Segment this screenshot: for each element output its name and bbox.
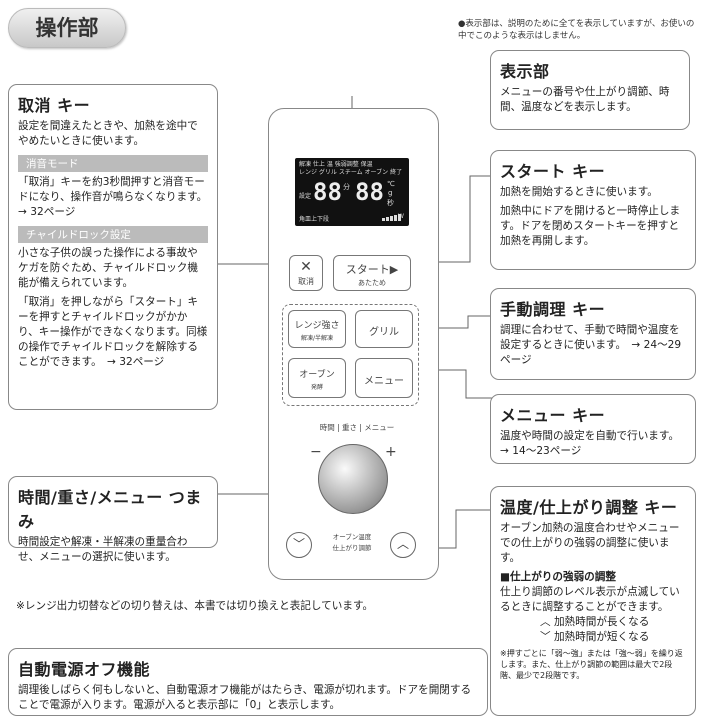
up-chevron-icon: ︿ <box>540 616 551 628</box>
manual-heading: 手動調理 キー <box>500 300 606 319</box>
lcd-row2: レンジ グリル スチーム オーブン 終了 <box>299 169 403 176</box>
range-power-button[interactable]: レンジ強さ 解凍/半解凍 <box>288 310 346 348</box>
cancel-desc: 設定を間違えたときや、加熱を途中でやめたいときに使います。 <box>18 120 198 147</box>
lcd-unit-g: g <box>388 189 393 197</box>
start-button-label: スタート▶ <box>345 263 399 276</box>
grill-button-label: グリル <box>369 327 399 338</box>
menu-key-box: メニュー キー 温度や時間の設定を自動で行います。 → 14〜23ページ <box>490 394 696 464</box>
cancel-button[interactable]: ✕ 取消 <box>289 255 323 291</box>
time-weight-menu-dial[interactable] <box>318 444 388 514</box>
temp-up-label: 加熱時間が長くなる <box>553 616 650 628</box>
lcd-display: 解凍 仕上 温 強弱調整 保温 レンジ グリル スチーム オーブン 終了 設定 … <box>295 158 409 226</box>
oven-button[interactable]: オーブン 発酵 <box>288 358 346 398</box>
start-desc2: 加熱中にドアを開けると一時停止します。ドアを閉めスタートキーを押すと加熱を再開し… <box>500 205 681 247</box>
display-box: 表示部 メニューの番号や仕上がり調節、時間、温度などを表示します。 <box>490 50 690 130</box>
dial-label: 時間 | 重さ | メニュー <box>319 423 395 432</box>
menu-desc: 温度や時間の設定を自動で行います。 → 14〜23ページ <box>500 430 685 457</box>
menu-button-label: メニュー <box>364 376 404 387</box>
plus-icon: + <box>385 444 397 460</box>
lcd-power-bars <box>382 214 401 221</box>
child-lock-desc1: 小さな子供の誤った操作による事故やケガを防ぐため、チャイルドロック機能が備えられ… <box>18 247 198 289</box>
start-button[interactable]: スタート▶ あたため <box>333 255 411 291</box>
cancel-key-box: 取消 キー 設定を間違えたときや、加熱を途中でやめたいときに使います。 消音モー… <box>8 84 218 410</box>
close-icon: ✕ <box>300 259 312 275</box>
range-power-sub: 解凍/半解凍 <box>300 335 334 342</box>
oven-button-sub: 発酵 <box>310 384 323 391</box>
child-lock-desc2: 「取消」を押しながら「スタート」キーを押すとチャイルドロックがかかり、キー操作が… <box>18 296 208 368</box>
mute-desc: 「取消」キーを約3秒間押すと消音モードになり、操作音が鳴らなくなります。 → 3… <box>18 176 213 218</box>
display-heading: 表示部 <box>500 62 550 81</box>
oven-button-label: オーブン <box>299 370 335 380</box>
lcd-w-label: W <box>398 213 404 220</box>
dial-heading: 時間/重さ/メニュー つまみ <box>18 488 202 531</box>
dial-box: 時間/重さ/メニュー つまみ 時間設定や解凍・半解凍の重量合わせ、メニューの選択… <box>8 476 218 563</box>
temp-desc: オーブン加熱の温度合わせやメニューでの仕上がりの強弱の調整に使います。 <box>500 522 680 564</box>
temp-down-label: 加熱時間が短くなる <box>553 631 650 643</box>
manual-key-group <box>282 304 419 406</box>
lcd-set-label: 設定 <box>299 193 312 200</box>
lcd-row1: 解凍 仕上 温 強弱調整 保温 <box>299 161 373 168</box>
cancel-button-label: 取消 <box>298 277 314 286</box>
temp-sub-heading: ■仕上がりの強弱の調整 <box>500 571 616 583</box>
minus-icon: − <box>310 444 322 460</box>
page-title: 操作部 <box>8 8 126 48</box>
menu-heading: メニュー キー <box>500 406 606 425</box>
lcd-bottom-label: 角皿上下段 <box>299 216 330 223</box>
menu-button[interactable]: メニュー <box>355 358 413 398</box>
start-heading: スタート キー <box>500 162 606 181</box>
start-button-sub: あたため <box>358 279 386 287</box>
dial-desc: 時間設定や解凍・半解凍の重量合わせ、メニューの選択に使います。 <box>18 536 188 563</box>
manual-key-box: 手動調理 キー 調理に合わせて、手動で時間や温度を設定するときに使います。 → … <box>490 288 696 380</box>
range-note: ※レンジ出力切替などの切り替えは、本書では切り換えと表記しています。 <box>16 600 374 612</box>
temp-sub-desc: 仕上り調節のレベル表示が点滅しているときに調整することができます。 <box>500 586 680 613</box>
lcd-digits-left: 88 <box>313 178 342 206</box>
grill-button[interactable]: グリル <box>355 310 413 348</box>
child-lock-heading: チャイルドロック設定 <box>18 226 208 243</box>
manual-desc: 調理に合わせて、手動で時間や温度を設定するときに使います。 → 24〜29ページ <box>500 324 682 366</box>
start-key-box: スタート キー 加熱を開始するときに使います。 加熱中にドアを開けると一時停止し… <box>490 150 696 270</box>
temp-key-box: 温度/仕上がり調整 キー オーブン加熱の温度合わせやメニューでの仕上がりの強弱の… <box>490 486 696 716</box>
cancel-heading: 取消 キー <box>18 96 91 115</box>
start-desc1: 加熱を開始するときに使います。 <box>500 186 658 198</box>
lcd-unit-time: 分 <box>343 183 350 191</box>
temp-note: ※押すごとに「弱〜強」または「強〜弱」を繰り返します。また、仕上がり調節の範囲は… <box>500 649 683 680</box>
temp-heading: 温度/仕上がり調整 キー <box>500 498 678 517</box>
display-desc: メニューの番号や仕上がり調節、時間、温度などを表示します。 <box>500 86 670 113</box>
auto-off-desc: 調理後しばらく何もしないと、自動電源オフ機能がはたらき、電源が切れます。ドアを開… <box>18 684 472 711</box>
lcd-unit-temp: ℃ <box>387 180 395 188</box>
temp-down-button[interactable]: ﹀ <box>286 532 312 558</box>
chevron-up-icon: ︿ <box>396 537 409 551</box>
lcd-digits-right: 88 <box>355 178 384 206</box>
down-chevron-icon: ﹀ <box>540 631 551 643</box>
auto-off-box: 自動電源オフ機能 調理後しばらく何もしないと、自動電源オフ機能がはたらき、電源が… <box>8 648 488 716</box>
auto-off-heading: 自動電源オフ機能 <box>18 660 151 679</box>
chevron-down-icon: ﹀ <box>292 537 305 551</box>
mute-heading: 消音モード <box>18 155 208 172</box>
top-note: ●表示部は、説明のために全てを表示していますが、お使いの中でこのような表示はしま… <box>458 19 695 41</box>
range-power-label: レンジ強さ <box>294 321 340 331</box>
temp-up-button[interactable]: ︿ <box>390 532 416 558</box>
lcd-unit-sec: 秒 <box>387 199 394 207</box>
temp-label: オーブン温度 仕上がり調節 <box>332 533 372 552</box>
